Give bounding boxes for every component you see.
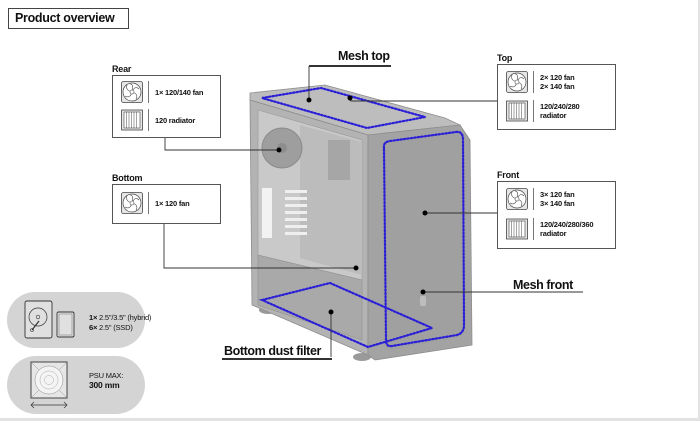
callout-mesh-top: Mesh top — [338, 49, 390, 63]
radiator-icon — [121, 109, 143, 131]
psu-icon — [30, 361, 68, 409]
anchor-dot — [306, 97, 312, 103]
ssd-icon — [56, 311, 75, 338]
section-label-bottom: Bottom — [112, 173, 143, 183]
section-label-rear: Rear — [112, 64, 132, 74]
fan-icon — [121, 192, 143, 214]
spec-text: 2× 120 fan 2× 140 fan — [540, 73, 575, 91]
pci-slots — [285, 190, 307, 235]
spec-text: 3× 120 fan 3× 140 fan — [540, 190, 575, 208]
page-title: Product overview — [8, 8, 129, 29]
separator — [533, 188, 534, 210]
separator — [533, 218, 534, 240]
separator — [533, 71, 534, 93]
spec-box-rear: 1× 120/140 fan 120 radiator — [112, 75, 221, 138]
radiator-icon — [506, 218, 528, 240]
callout-bottom-dust-filter: Bottom dust filter — [224, 344, 321, 358]
anchor-dot — [422, 210, 428, 216]
storage-text: 1× 2.5"/3.5" (hybrid) 6× 2.5" (SSD) — [89, 313, 151, 332]
separator — [533, 100, 534, 122]
callout-underline — [309, 65, 391, 67]
psu-shroud — [257, 254, 363, 341]
spec-row: 120/240/280 radiator — [506, 100, 580, 122]
psu-text: PSU MAX: 300 mm — [89, 371, 123, 390]
spec-text: 120/240/280 radiator — [540, 102, 580, 120]
spec-text: 1× 120/140 fan — [155, 87, 204, 97]
mesh-front-panel — [381, 131, 466, 351]
radiator-icon — [506, 100, 528, 122]
fan-icon — [506, 71, 528, 93]
spec-box-front: 3× 120 fan 3× 140 fan 120/240/280/360 ra… — [497, 181, 616, 249]
fan-icon — [506, 188, 528, 210]
separator — [148, 109, 149, 131]
spec-box-bottom: 1× 120 fan — [112, 184, 221, 224]
storage-line-2: 6× 2.5" (SSD) — [89, 322, 133, 332]
spec-row: 120 radiator — [121, 109, 195, 131]
anchor-dot — [420, 289, 426, 295]
anchor-dot — [347, 95, 353, 101]
separator — [148, 81, 149, 103]
spec-row: 1× 120/140 fan — [121, 81, 203, 103]
callout-underline — [222, 358, 332, 360]
psu-label: PSU MAX: — [89, 371, 124, 380]
spec-text: 120/240/280/360 radiator — [540, 220, 594, 238]
callout-mesh-front: Mesh front — [513, 278, 573, 292]
psu-pill — [7, 356, 145, 414]
psu-value: 300 mm — [89, 379, 120, 390]
spec-row: 1× 120 fan — [121, 192, 190, 214]
leader-rear — [164, 136, 279, 151]
spec-row: 3× 120 fan 3× 140 fan — [506, 188, 575, 210]
section-label-top: Top — [497, 53, 513, 63]
mesh-top-highlight — [261, 86, 426, 130]
anchor-dot — [276, 147, 282, 153]
case-foot — [353, 353, 371, 361]
separator — [148, 192, 149, 214]
anchor-dot — [328, 309, 334, 315]
bottom-dust-filter-highlight — [258, 281, 436, 349]
fan-icon — [121, 81, 143, 103]
spec-text: 1× 120 fan — [155, 198, 190, 208]
spec-row: 120/240/280/360 radiator — [506, 218, 594, 240]
width-arrow-icon — [30, 401, 68, 409]
hdd-icon — [24, 300, 53, 339]
leader-bottom — [163, 222, 356, 269]
section-label-front: Front — [497, 170, 519, 180]
mesh-front-highlight — [382, 130, 466, 348]
spec-row: 2× 120 fan 2× 140 fan — [506, 71, 575, 93]
storage-line-1: 1× 2.5"/3.5" (hybrid) — [89, 313, 152, 322]
spec-box-top: 2× 120 fan 2× 140 fan 120/240/280 radiat… — [497, 64, 616, 130]
anchor-dot — [353, 265, 359, 271]
spec-text: 120 radiator — [155, 115, 196, 125]
